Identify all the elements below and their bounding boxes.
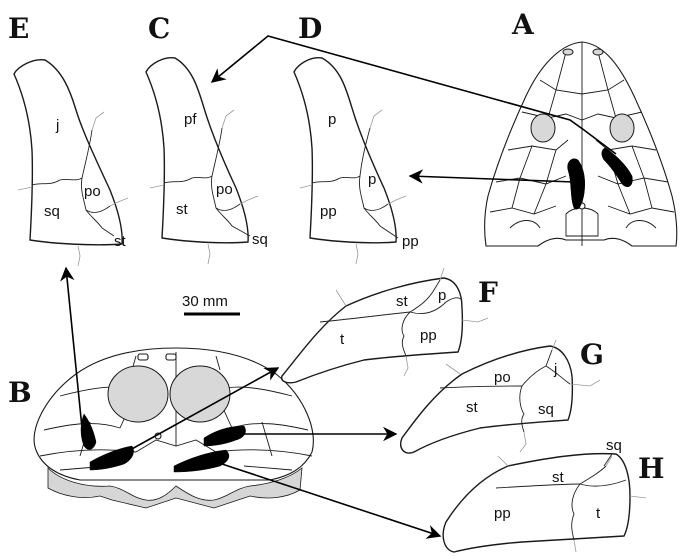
horn-g-outline [401,346,573,453]
panel-letter-c: C [148,12,170,45]
panel-letter-f: F [478,276,498,309]
horn-c-outline [146,58,248,243]
label-h-pp: pp [494,505,511,522]
label-h-st: st [552,469,565,486]
panel-e: E j po sq st [8,12,128,266]
panel-c: C pf po st sq [146,12,268,264]
panel-f: F st p t pp [282,268,498,383]
label-e-po: po [84,183,101,200]
label-d-pp-leader: pp [402,233,419,250]
scale-bar-label: 30 mm [182,293,228,310]
label-e-st: st [114,233,127,250]
label-c-po: po [216,181,233,198]
horn-d-outline [294,58,396,243]
label-g-j: j [553,361,557,378]
horn-e-outline [14,60,122,245]
panel-d: D p p pp pp [294,12,419,264]
label-c-pf: pf [184,111,197,128]
label-e-sq: sq [44,203,60,220]
orbit-b-left [108,366,168,422]
panel-b: B [8,348,313,508]
label-d-p-upper: p [328,111,336,128]
panel-h: H sq st pp t [443,437,664,552]
panel-g: G po j st sq [401,338,604,453]
label-f-p: p [438,287,446,304]
label-h-sq: sq [606,437,622,454]
panel-letter-a: A [511,8,535,41]
label-c-sq: sq [252,231,268,248]
label-d-pp: pp [320,203,337,220]
naris-b-left [138,354,148,360]
panel-letter-e: E [8,12,29,45]
panel-letter-b: B [8,376,32,409]
orbit-a-right [610,114,634,142]
label-f-pp: pp [420,327,437,344]
label-e-j: j [55,117,59,134]
panel-letter-g: G [580,338,604,371]
arrow-b-to-h [222,464,440,536]
label-d-p-lower: p [368,171,376,188]
naris-b-right [166,354,176,360]
label-g-sq: sq [538,401,554,418]
panel-letter-d: D [298,12,322,45]
label-g-st: st [466,399,479,416]
orbit-b-right [170,366,230,422]
label-c-st: st [176,201,189,218]
naris-a-left [563,49,573,55]
panel-letter-h: H [638,452,664,485]
orbit-a-left [531,114,555,142]
label-g-po: po [494,369,511,386]
horn-h-outline [443,454,630,552]
scale-bar: 30 mm [182,293,240,314]
naris-a-right [593,49,603,55]
label-f-st: st [396,293,409,310]
skull-a-outline [485,42,677,246]
